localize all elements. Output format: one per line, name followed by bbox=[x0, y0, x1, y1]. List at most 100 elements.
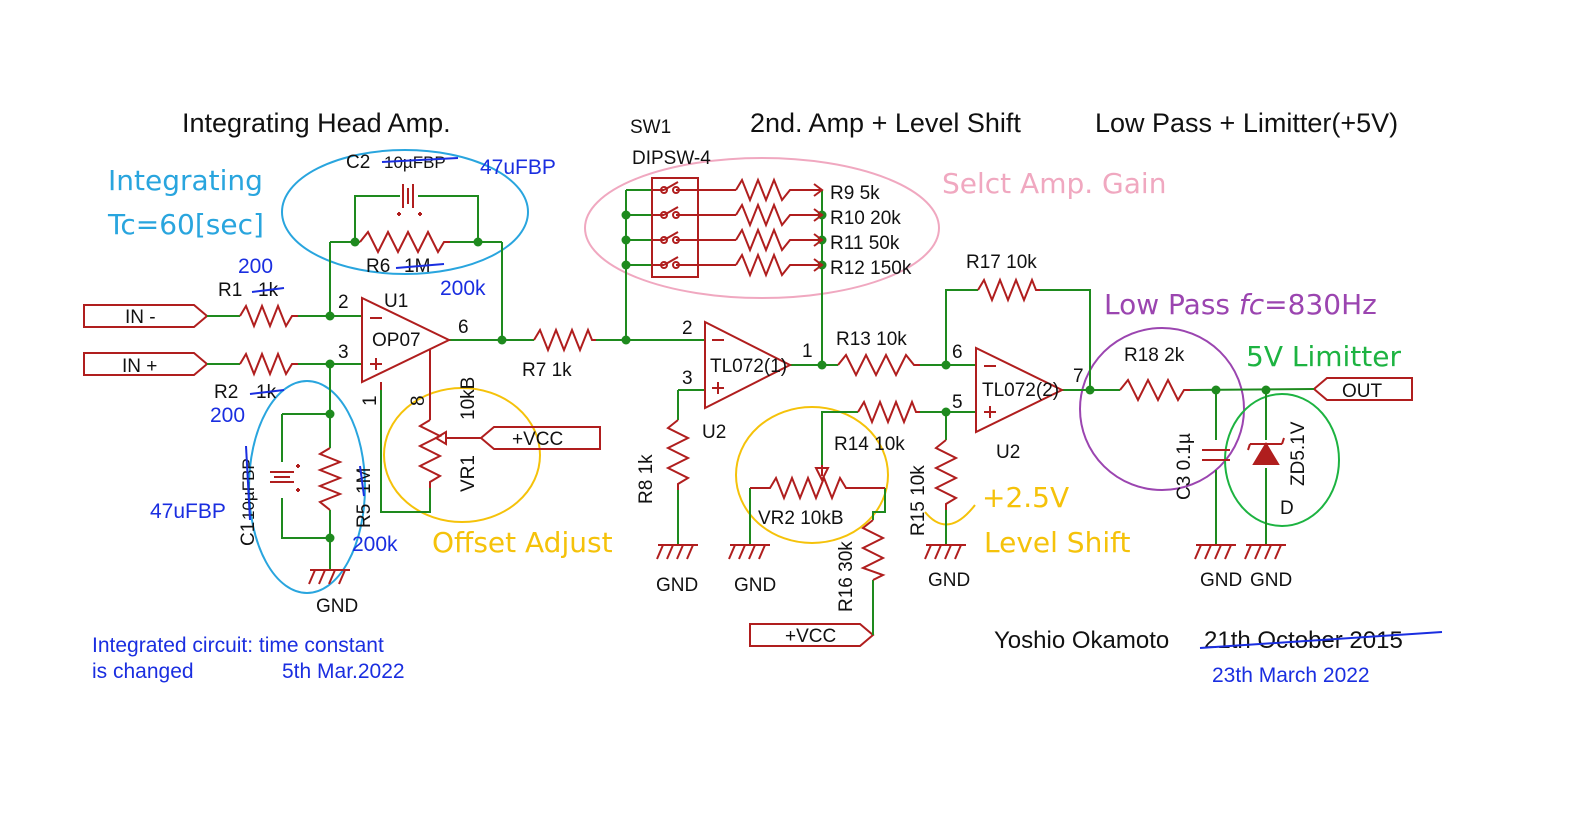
vr1-value: 10kB bbox=[458, 377, 479, 420]
r2-new-value: 200 bbox=[210, 404, 245, 427]
sw1-label: SW1 bbox=[630, 117, 671, 138]
level-shift-pointer bbox=[924, 504, 976, 526]
r6-label: R6 bbox=[366, 256, 390, 277]
zd-d-label: D bbox=[1280, 498, 1294, 519]
dipsw-label: DIPSW-4 bbox=[632, 148, 711, 169]
in-minus-label: IN - bbox=[125, 307, 156, 328]
time-constant-label: Tc=60[sec] bbox=[107, 208, 264, 241]
footer-date-strike bbox=[1199, 631, 1443, 649]
r9-label: R9 5k bbox=[830, 183, 880, 204]
r6-strike bbox=[395, 263, 445, 269]
integrating-label: Integrating bbox=[108, 164, 263, 197]
r18-resistor bbox=[1119, 377, 1190, 403]
u1-pin-6: 6 bbox=[458, 317, 469, 338]
u2-opamp-1 bbox=[704, 320, 793, 410]
u2-pin-5: 5 bbox=[952, 392, 963, 413]
c1-capacitor bbox=[270, 464, 300, 492]
in-plus-port: IN + bbox=[83, 352, 209, 377]
r16-resistor bbox=[860, 519, 886, 581]
u1-pin-3: 3 bbox=[338, 342, 349, 363]
plus-2-5v-label: +2.5V bbox=[982, 481, 1069, 514]
gnd-symbols bbox=[308, 544, 1286, 585]
select-gain-label: Selct Amp. Gain bbox=[942, 167, 1166, 200]
r8-resistor bbox=[665, 419, 691, 490]
wires bbox=[207, 189, 1315, 635]
r5-strike bbox=[359, 465, 365, 497]
r1-label: R1 bbox=[218, 280, 242, 301]
c1-strike bbox=[245, 445, 251, 521]
vr1-label: VR1 bbox=[458, 455, 479, 492]
limitter-label: 5V Limitter bbox=[1246, 340, 1401, 373]
c2-capacitor bbox=[397, 184, 422, 216]
r13-label: R13 10k bbox=[836, 329, 907, 350]
footer-new-date: 23th March 2022 bbox=[1212, 664, 1370, 687]
low-pass-fc-label: Low Pass fc=830Hz bbox=[1104, 288, 1377, 321]
note-line-1: Integrated circuit: time constant bbox=[92, 634, 384, 657]
vr2-circle bbox=[735, 406, 889, 544]
r5-resistor bbox=[317, 447, 343, 511]
r5-label: R5 bbox=[354, 504, 375, 528]
title-head-amp: Integrating Head Amp. bbox=[182, 108, 451, 138]
title-low-pass: Low Pass + Limitter(+5V) bbox=[1095, 108, 1398, 138]
u2-pin-7: 7 bbox=[1073, 366, 1084, 387]
vr1-potentiometer bbox=[417, 390, 481, 488]
r5-old-value: 1M bbox=[354, 468, 375, 494]
offset-adjust-circle bbox=[383, 387, 541, 523]
r15-label: R15 10k bbox=[908, 465, 929, 536]
vr2-label: VR2 10kB bbox=[758, 508, 844, 529]
r13-resistor bbox=[837, 352, 920, 378]
gnd-label-4: GND bbox=[928, 570, 970, 591]
r17-resistor bbox=[977, 277, 1040, 303]
u1-pin-1: 1 bbox=[360, 395, 381, 406]
r17-label: R17 10k bbox=[966, 252, 1037, 273]
u2-pin-2: 2 bbox=[682, 318, 693, 339]
u2-pin-6: 6 bbox=[952, 342, 963, 363]
dip-switch bbox=[651, 177, 736, 278]
note-date: 5th Mar.2022 bbox=[282, 660, 405, 683]
r1-resistor bbox=[239, 303, 298, 329]
r11-label: R11 50k bbox=[830, 233, 900, 254]
r14-label: R14 10k bbox=[834, 434, 905, 455]
r18-label: R18 2k bbox=[1124, 345, 1185, 366]
u2-label-2: U2 bbox=[996, 442, 1020, 463]
c2-old-value: 10µFBP bbox=[384, 153, 446, 172]
in-minus-port: IN - bbox=[83, 304, 209, 328]
dip-resistors bbox=[735, 177, 824, 278]
r1-new-value: 200 bbox=[238, 255, 273, 278]
zd-label: ZD5.1V bbox=[1288, 421, 1309, 486]
r15-resistor bbox=[933, 439, 959, 510]
vcc-port-r16: +VCC bbox=[749, 623, 875, 647]
c2-label: C2 bbox=[346, 152, 370, 173]
tl072-2-label: TL072(2) bbox=[982, 380, 1059, 401]
offset-adjust-label: Offset Adjust bbox=[432, 526, 613, 559]
u1-opamp bbox=[361, 296, 452, 390]
note-line-2: is changed bbox=[92, 660, 194, 683]
r7-resistor bbox=[533, 327, 596, 353]
r2-strike bbox=[249, 389, 285, 395]
select-gain-circle bbox=[584, 157, 940, 299]
u1-pin-8: 8 bbox=[408, 395, 429, 406]
u2-opamp-2 bbox=[975, 346, 1065, 434]
r14-resistor bbox=[857, 399, 920, 425]
u1-label: U1 bbox=[384, 291, 408, 312]
r12-label: R12 150k bbox=[830, 258, 912, 279]
r2-resistor bbox=[239, 351, 298, 377]
r6-new-value: 200k bbox=[440, 277, 486, 300]
c2-strike bbox=[381, 157, 459, 163]
r10-label: R10 20k bbox=[830, 208, 901, 229]
u2-pin-1: 1 bbox=[802, 341, 813, 362]
out-port: OUT bbox=[1312, 377, 1413, 402]
in-plus-label: IN + bbox=[122, 356, 157, 377]
r1-strike bbox=[251, 287, 285, 293]
u2-label-1: U2 bbox=[702, 422, 726, 443]
vcc-label-r16: +VCC bbox=[785, 626, 836, 647]
gnd-label-6: GND bbox=[1250, 570, 1292, 591]
gnd-label-5: GND bbox=[1200, 570, 1242, 591]
zener-diode bbox=[1247, 437, 1285, 465]
gnd-label-1: GND bbox=[316, 596, 358, 617]
r5-new-value: 200k bbox=[352, 533, 398, 556]
gnd-label-2: GND bbox=[656, 575, 698, 596]
r6-resistor bbox=[359, 229, 450, 255]
u1-pin-2: 2 bbox=[338, 292, 349, 313]
r8-label: R8 1k bbox=[636, 454, 657, 504]
